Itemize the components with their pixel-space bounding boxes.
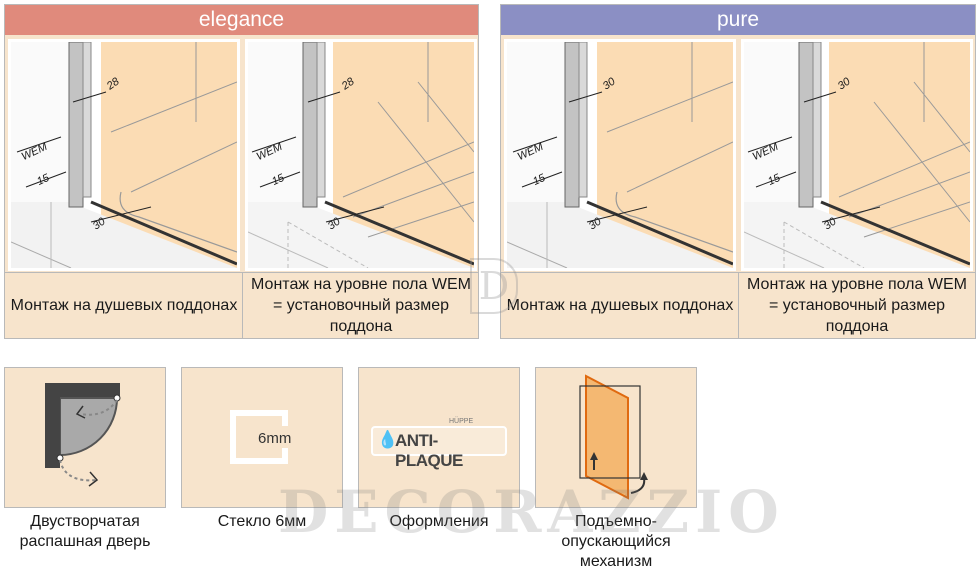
glass-thickness-badge: 6mm: [258, 430, 292, 447]
divider: [738, 273, 739, 339]
watermark-logo: D: [470, 258, 518, 314]
double-door-icon: [45, 383, 121, 487]
divider: [501, 272, 975, 273]
diagram-floor-mount: 28 WEM 15 30: [245, 39, 477, 271]
feature-label: Стекло 6мм: [217, 513, 307, 530]
caption-tray-mount: Монтаж на душевых поддонах: [506, 296, 734, 314]
feature-lift-mechanism: [535, 367, 697, 508]
group-elegance: elegance 28 WEM 15 30: [4, 4, 479, 339]
tray-mount-drawing: [507, 42, 733, 268]
feature-double-door: [4, 367, 166, 508]
anti-plaque-icon: 💧 ANTI-PLAQUE: [371, 426, 507, 470]
brand-label: HÜPPE: [449, 418, 474, 425]
diagram-tray-mount: 30 WEM 15 30: [504, 39, 736, 271]
divider: [5, 272, 478, 273]
diagram-floor-mount: 30 WEM 15 30: [741, 39, 973, 271]
drop-icon: 💧: [377, 430, 399, 449]
caption-tray-mount: Монтаж на душевых поддонах: [10, 296, 238, 314]
diagram-tray-mount: 28 WEM 15 30: [8, 39, 240, 271]
feature-label: Подъемно-опускающийся механизм: [561, 513, 671, 570]
tray-mount-drawing: [11, 42, 237, 268]
divider: [242, 273, 243, 339]
anti-plaque-badge: ANTI-PLAQUE: [395, 431, 463, 470]
caption-floor-mount: Монтаж на уровне пола WEM = установочный…: [251, 275, 471, 335]
feature-label: Двустворчатая распашная дверь: [19, 513, 151, 550]
lift-mechanism-icon: [579, 374, 648, 500]
glass-6mm-icon: [282, 410, 288, 426]
feature-label: Оформления: [389, 513, 489, 530]
feature-anti-plaque: 💧 ANTI-PLAQUE HÜPPE: [358, 367, 520, 508]
glass-6mm-icon: [282, 448, 288, 464]
glass-6mm-icon: [230, 410, 288, 464]
watermark: DECORAZZIO: [278, 478, 785, 546]
floor-mount-drawing: [248, 42, 474, 268]
group-title: pure: [501, 5, 975, 35]
feature-glass-6mm: 6mm: [181, 367, 343, 508]
group-pure: pure 30 WEM 15 30: [500, 4, 976, 339]
floor-mount-drawing: [744, 42, 970, 268]
caption-floor-mount: Монтаж на уровне пола WEM = установочный…: [747, 275, 967, 335]
group-title: elegance: [5, 5, 478, 35]
